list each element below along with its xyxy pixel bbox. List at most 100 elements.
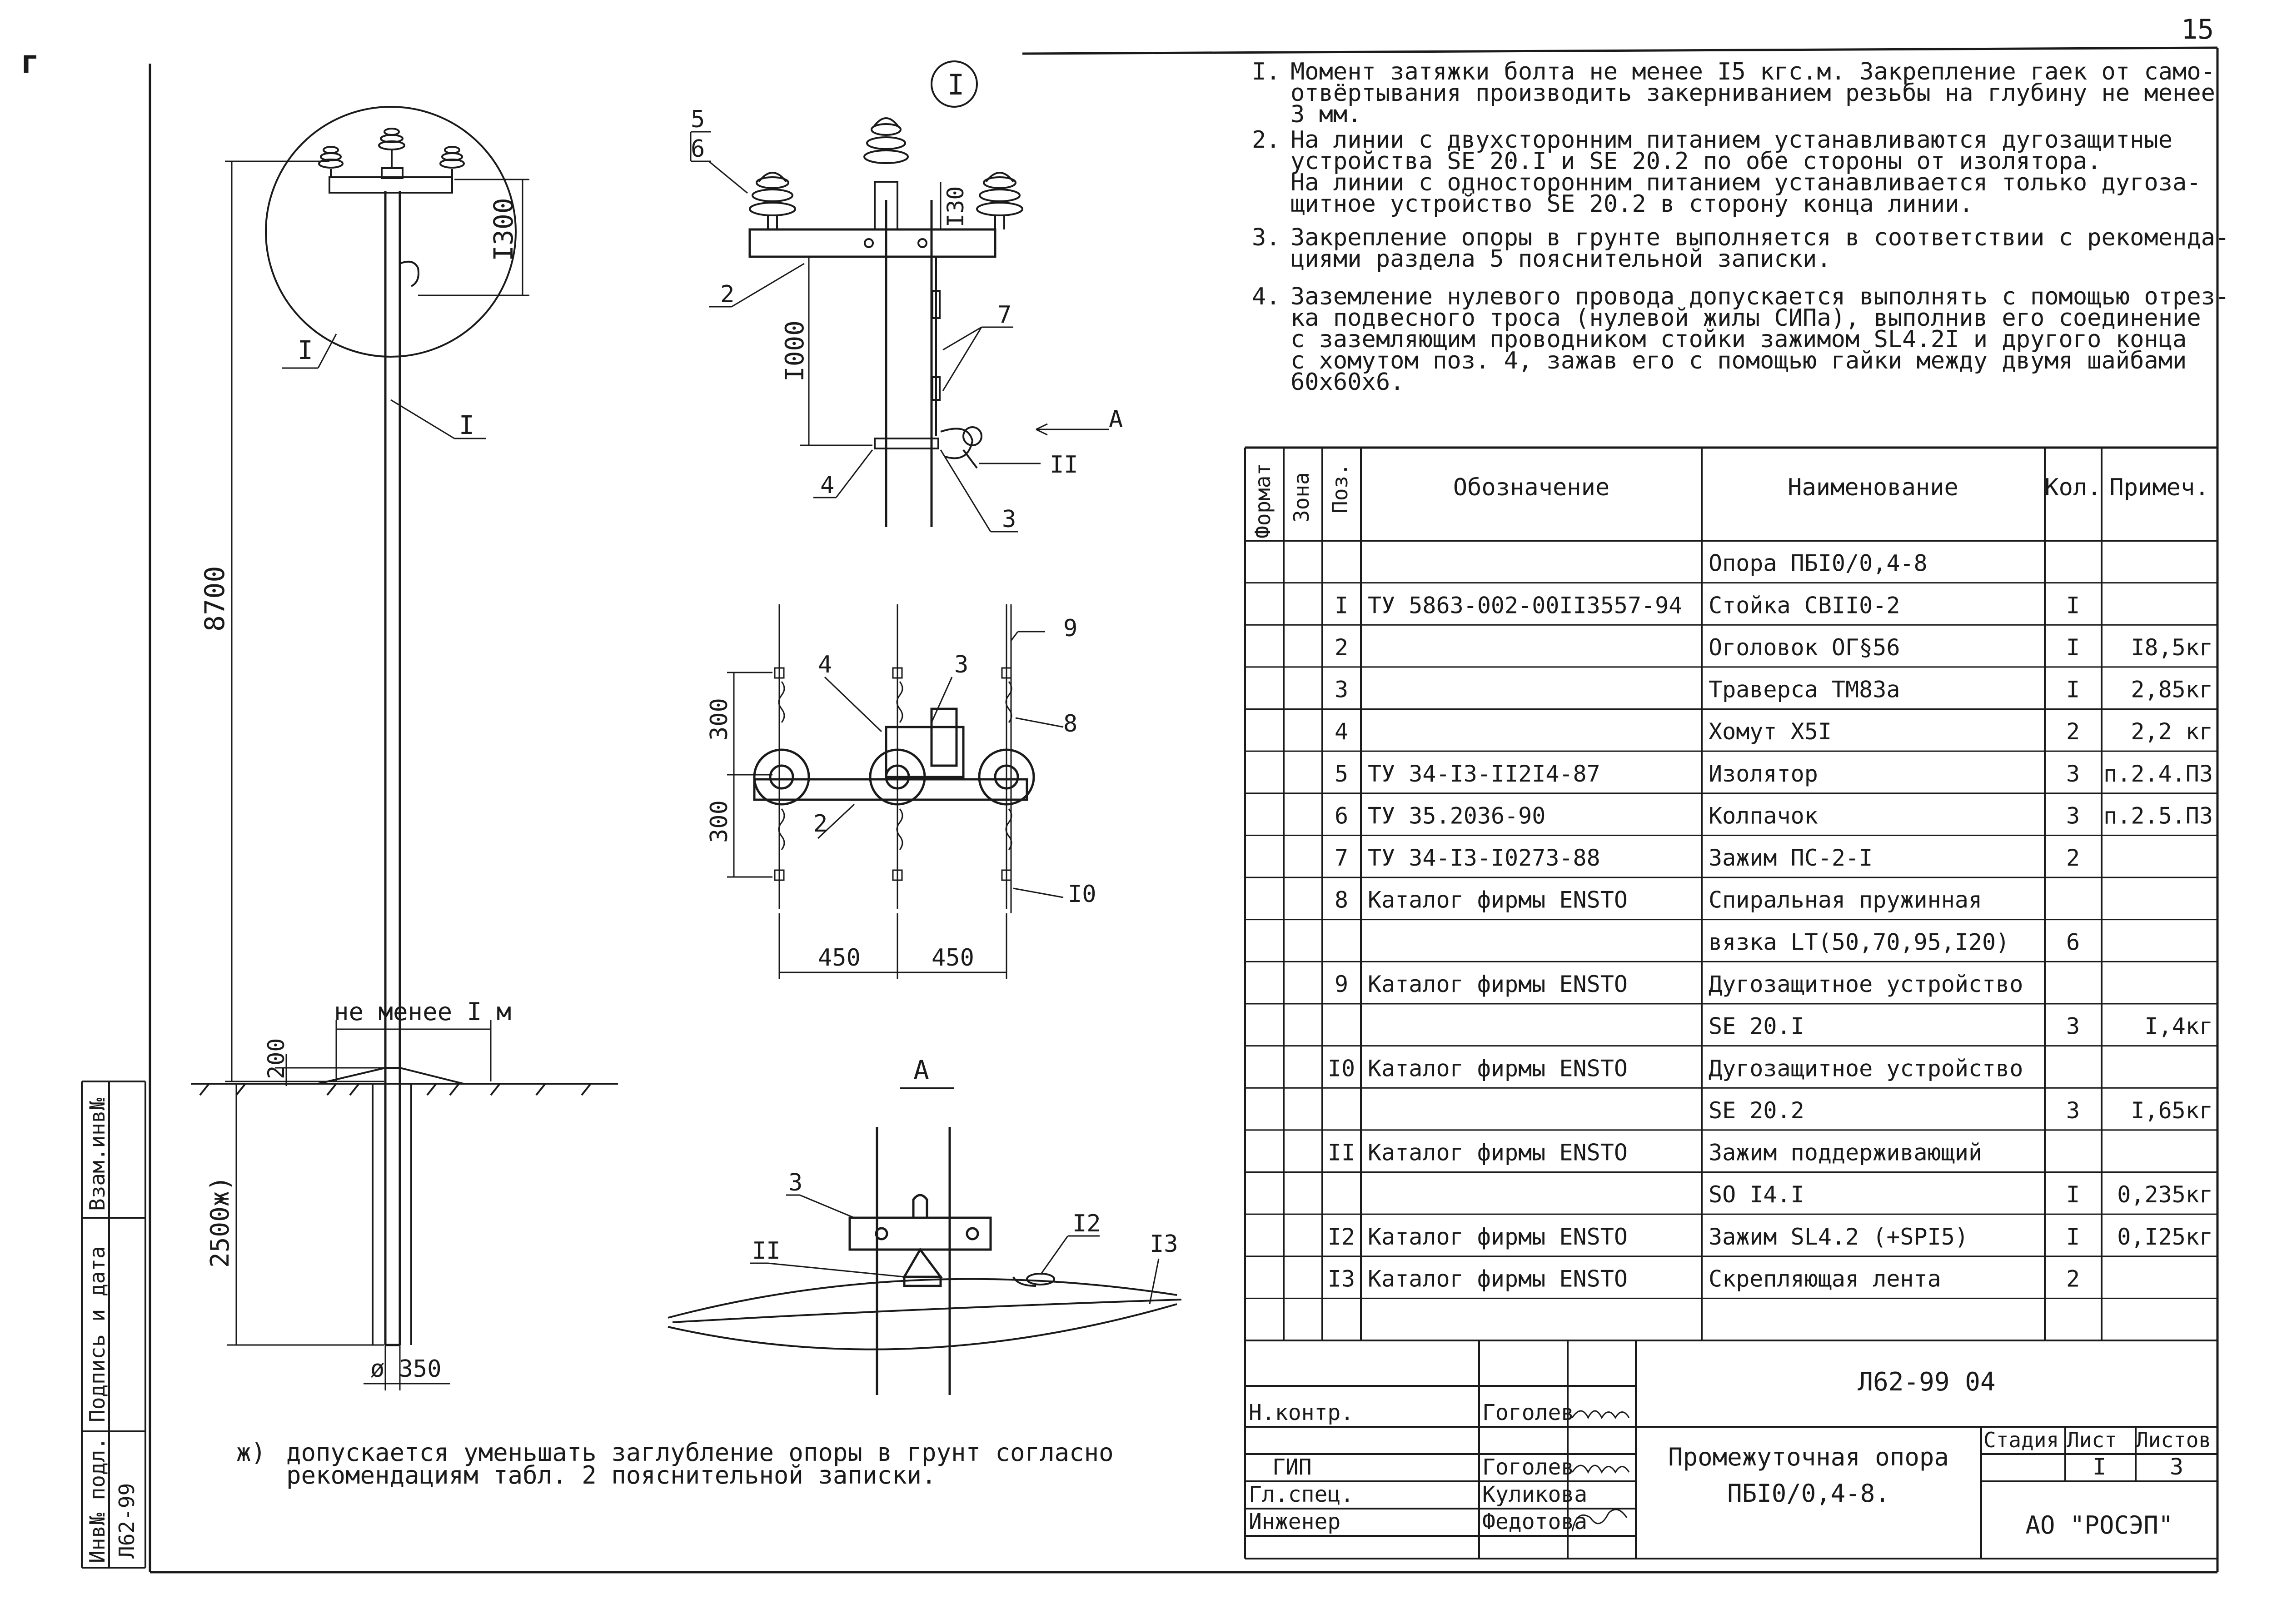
role-1: Н.контр. <box>1249 1400 1354 1425</box>
table-row: Опора ПБI0/0,4-8 <box>1709 550 1928 577</box>
note-3-line-1: Закрепление опоры в грунте выполняется в… <box>1290 224 2229 251</box>
label-7: 7 <box>997 301 1011 329</box>
note-2-line-2: устройства SE 20.I и SE 20.2 по обе стор… <box>1290 148 2101 175</box>
viewA-label-I3: I3 <box>1150 1230 1178 1258</box>
note-2-num: 2. <box>1252 126 1280 154</box>
title-line-2: ПБI0/0,4-8. <box>1727 1479 1890 1508</box>
table-cell-designation: ТУ 5863-002-00II3557-94 <box>1368 592 1682 618</box>
table-cell-name: Зажим ПС-2-I <box>1709 845 1873 871</box>
table-cell-name: SO I4.I <box>1709 1181 1804 1208</box>
spec-table-rowlines <box>1245 582 2217 1299</box>
table-cell-name: Зажим поддерживающий <box>1709 1140 1982 1166</box>
signatures <box>1571 1410 1630 1532</box>
label-5: 5 <box>691 106 705 133</box>
table-cell-name: Дугозащитное устройство <box>1709 971 2023 997</box>
dim-8700: 8700 <box>199 566 231 632</box>
min-width-label: не менее I м <box>334 997 511 1026</box>
note-4-line-2: ка подвесного троса (нулевой жилы СИПа),… <box>1290 304 2201 332</box>
role-3: Гл.спец. <box>1249 1482 1354 1507</box>
table-cell-qty: I <box>2066 1181 2080 1208</box>
pole-insulator-right <box>439 146 465 169</box>
dim-1000: I000 <box>780 320 810 382</box>
organization: АО "РОСЭП" <box>2025 1511 2173 1539</box>
table-cell-pos: I3 <box>1328 1265 1355 1292</box>
role-4: Инженер <box>1249 1509 1340 1534</box>
ground-line <box>191 1067 618 1345</box>
table-cell-pos: I <box>1335 592 1348 618</box>
table-cell-name: Дугозащитное устройство <box>1709 1055 2023 1081</box>
table-cell-name: SE 20.I <box>1709 1013 1804 1040</box>
table-cell-qty: 2 <box>2066 1265 2080 1292</box>
table-cell-name: Зажим SL4.2 (+SPI5) <box>1709 1224 1968 1250</box>
table-cell-note: I8,5кг <box>2131 634 2213 661</box>
table-cell-qty: 3 <box>2066 1097 2080 1124</box>
pole-head <box>329 150 453 194</box>
table-cell-name: Оголовок ОГ§56 <box>1709 634 1900 661</box>
dim-300-top: 300 <box>706 698 733 741</box>
detail-I-circle <box>265 106 517 358</box>
plan-label-8: 8 <box>1063 710 1077 737</box>
th-zone: Зона <box>1289 472 1314 523</box>
sheet-frame <box>149 46 2219 1574</box>
table-cell-qty: 3 <box>2066 802 2080 829</box>
note-2-line-1: На линии с двухсторонним питанием устана… <box>1290 126 2172 154</box>
th-format: Формат <box>1251 463 1275 538</box>
detail-crossarm <box>748 228 996 258</box>
table-cell-pos: I2 <box>1328 1224 1355 1250</box>
table-cell-name: Опора ПБI0/0,4-8 <box>1709 550 1928 577</box>
table-cell-qty: 3 <box>2066 761 2080 787</box>
detail-insulator-left <box>749 172 796 229</box>
view-A-title: A <box>913 1055 929 1086</box>
table-cell-note: 2,85кг <box>2131 677 2213 703</box>
table-cell-name: Траверса ТМ83а <box>1709 677 1900 703</box>
table-cell-pos: I0 <box>1328 1055 1355 1081</box>
table-cell-name: Стойка СВII0-2 <box>1709 592 1900 618</box>
note-4-line-4: с хомутом поз. 4, зажав его с помощью га… <box>1290 347 2187 374</box>
plan-label-10: I0 <box>1068 881 1096 908</box>
stage-label: Стадия <box>1983 1428 2059 1452</box>
table-cell-name: Колпачок <box>1709 802 1818 829</box>
pole-insulator-left <box>318 146 344 169</box>
table-cell-name: Спиральная пружинная <box>1709 887 1982 913</box>
table-cell-name: Хомут Х5I <box>1709 718 1832 745</box>
pole-insulator-center <box>378 128 405 150</box>
table-cell-designation: Каталог фирмы ENSTO <box>1368 1055 1628 1081</box>
table-cell-pos: 6 <box>1335 802 1348 829</box>
note-4-line-1: Заземление нулевого провода допускается … <box>1290 283 2229 310</box>
table-cell-designation: Каталог фирмы ENSTO <box>1368 1224 1628 1250</box>
table-cell-qty: I <box>2066 677 2080 703</box>
table-cell-designation: Каталог фирмы ENSTO <box>1368 887 1628 913</box>
dim-300-bottom: 300 <box>706 800 733 843</box>
note-2-line-4: щитное устройство SE 20.2 в сторону конц… <box>1290 190 1973 218</box>
table-row: I2 Каталог фирмы ENSTO Зажим SL4.2 (+SPI5)… <box>1328 1224 2213 1250</box>
page-number: 15 <box>2181 14 2214 45</box>
table-cell-qty: I <box>2066 1224 2080 1250</box>
dim-450-left: 450 <box>818 944 861 971</box>
spec-table: Формат Зона Поз. Обозначение Наименовани… <box>1244 448 2217 1341</box>
role-2: ГИП <box>1272 1455 1312 1480</box>
note-1-line-2: отвёртывания производить закерниванием р… <box>1290 80 2215 107</box>
role-3-name: Куликова <box>1482 1482 1587 1507</box>
table-cell-pos: 4 <box>1335 718 1348 745</box>
sheets-value: 3 <box>2170 1454 2183 1480</box>
table-cell-pos: II <box>1328 1140 1355 1166</box>
view-A: A 3 II I2 <box>668 1055 1182 1395</box>
table-cell-pos: 5 <box>1335 761 1348 787</box>
footnote: ж) допускается уменьшать заглубление опо… <box>236 1438 1114 1489</box>
label-arrow-A: A <box>1109 406 1123 433</box>
plan-crossarm <box>753 778 1028 801</box>
table-row: вязка LT(50,70,95,I20)6 <box>1709 929 2080 955</box>
table-cell-note: I,4кг <box>2144 1013 2213 1040</box>
label-4: 4 <box>820 472 834 499</box>
footnote-mark: ж) <box>236 1438 266 1467</box>
table-cell-name: Скрепляющая лента <box>1709 1265 1941 1292</box>
table-cell-pos: 7 <box>1335 845 1348 871</box>
note-1-line-3: 3 мм. <box>1290 101 1362 128</box>
side-stamp: Взам.инв№ Подпись и дата Инв№ подл. Л62-… <box>81 1081 146 1569</box>
detail-insulator-right <box>976 172 1023 229</box>
